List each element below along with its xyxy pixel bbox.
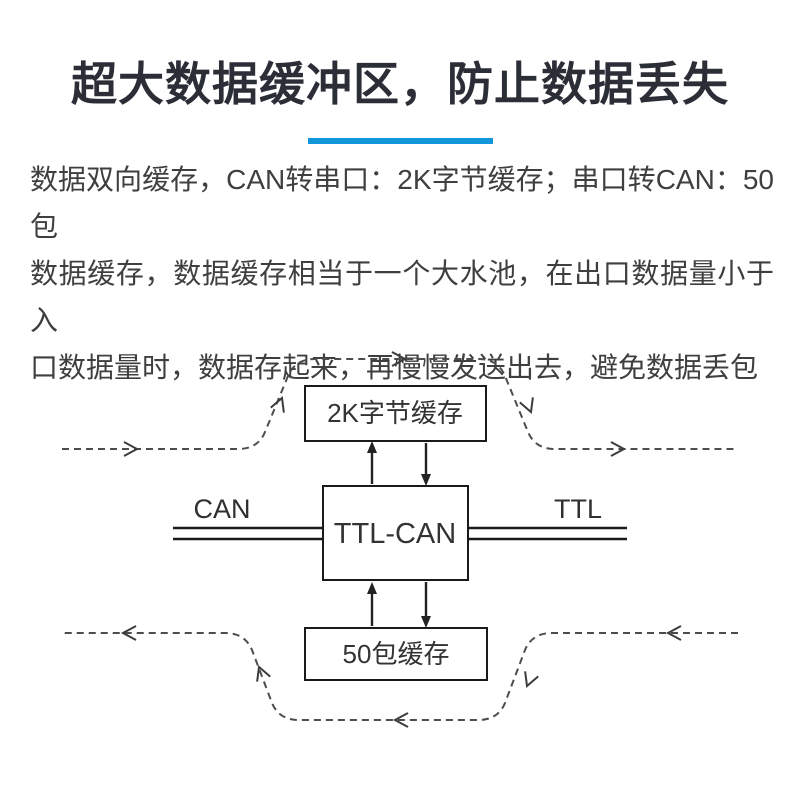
device-label: TTL-CAN	[334, 518, 456, 550]
bottom-buffer-label: 50包缓存	[343, 639, 450, 669]
up-arrow-head-icon	[367, 441, 377, 453]
top-flow-dashed-path	[62, 358, 738, 450]
arrowhead-left-icon	[392, 712, 409, 728]
top-buffer-label: 2K字节缓存	[327, 398, 463, 428]
arrowhead-down-right-icon	[519, 397, 534, 414]
arrowhead-left-icon	[665, 625, 682, 641]
page-title: 超大数据缓冲区，防止数据丢失	[71, 58, 729, 110]
description-line: 数据双向缓存，CAN转串口：2K字节缓存；串口转CAN：50包	[30, 164, 774, 242]
bottom-buffer-box	[304, 627, 488, 681]
bottom-flow-arrowheads	[120, 625, 682, 728]
bottom-flow-dashed-path	[62, 632, 738, 721]
description-line: 口数据量时，数据存起来，再慢慢发送出去，避免数据丢包	[30, 352, 759, 383]
arrowhead-right-icon	[123, 441, 140, 457]
device-to-top-buffer-arrows	[367, 441, 431, 486]
down-arrow-head-icon	[421, 616, 431, 628]
description-line: 数据缓存，数据缓存相当于一个大水池，在出口数据量小于入	[30, 258, 774, 336]
arrowhead-right-icon	[391, 351, 408, 367]
description-paragraph: 数据双向缓存，CAN转串口：2K字节缓存；串口转CAN：50包 数据缓存，数据缓…	[30, 156, 774, 391]
arrowhead-left-icon	[120, 625, 137, 641]
top-buffer-box	[304, 385, 487, 442]
down-arrow-head-icon	[421, 474, 431, 486]
ttl-bus-label: TTL	[554, 494, 602, 524]
can-bus-label: CAN	[193, 494, 250, 524]
bus-lines	[173, 526, 627, 541]
arrowhead-right-icon	[610, 441, 627, 457]
top-flow-arrowheads	[123, 351, 627, 457]
up-arrow-head-icon	[367, 582, 377, 594]
arrowhead-down-left-icon	[524, 671, 539, 688]
arrowhead-up-left-icon	[256, 665, 271, 682]
device-to-bottom-buffer-arrows	[367, 582, 431, 628]
arrowhead-up-right-icon	[270, 396, 285, 413]
device-box	[322, 485, 469, 581]
title-divider	[308, 138, 493, 144]
